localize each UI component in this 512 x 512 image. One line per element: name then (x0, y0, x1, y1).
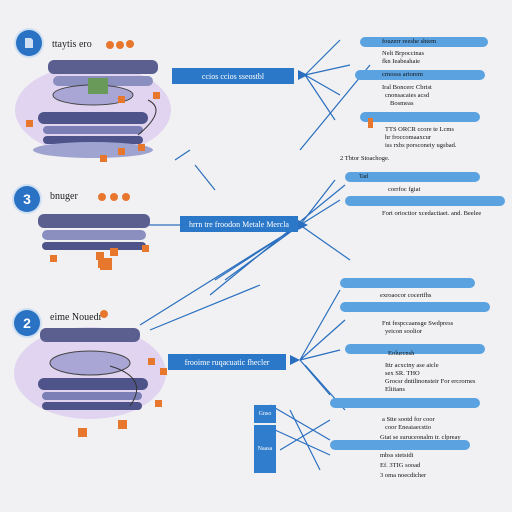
label-1-1: fouzerr reeshe shtem (382, 38, 437, 45)
orange-dot (110, 193, 118, 201)
label-1-9: hr froccomaaxcur (385, 134, 432, 141)
orange-square (78, 428, 87, 437)
pill-1-2 (355, 70, 485, 80)
label-1-8: TTS ORCR ccore te Lcms (385, 126, 454, 133)
label-3-2: Fnt fespccaansge Swdpress (382, 320, 454, 327)
orange-square (138, 144, 145, 151)
banner-3: frooime ruqacuatic fhecler (168, 354, 286, 370)
pill-2-1: Tad (345, 172, 480, 182)
label-3-3: yeicon soolior (385, 328, 423, 335)
orange-square (118, 148, 125, 155)
label-3-6: sex SR. THO (385, 370, 420, 377)
banner-2: hrrn tre froodon Metale Mercla (180, 216, 298, 232)
pill-1-3 (360, 112, 480, 122)
step-badge-1 (16, 30, 42, 56)
orange-square (100, 155, 107, 162)
orange-square (50, 255, 57, 262)
step-title-3: eime Nouedr (50, 312, 102, 323)
orange-square (118, 420, 127, 429)
label-3-8: Eliitans (385, 386, 405, 393)
orange-dot (106, 41, 114, 49)
side-box-bottom: Naasa (254, 425, 276, 473)
label-1-10: iss rxbs porsconeiy ugsbad. (385, 142, 457, 149)
document-icon (25, 38, 33, 48)
step-title-2: bnuger (50, 191, 78, 202)
orange-dot (116, 41, 124, 49)
label-3-5: Ittr acxciny ase aicle (385, 362, 439, 369)
orange-dot (98, 193, 106, 201)
pill-3-1 (340, 278, 475, 288)
orange-square (142, 245, 149, 252)
label-1-4: crnosss artorem (382, 71, 423, 78)
device-illustration-3 (14, 327, 167, 419)
step-badge-3: 2 (14, 310, 40, 336)
orange-marker (368, 118, 373, 128)
label-1-2: Nelt Brpoccinas (382, 50, 425, 57)
label-3-9: a Stte sootd for coor (382, 416, 435, 423)
label-1-5: Iral Boncerc Cbrist (382, 84, 432, 91)
label-1-7: Bosmeas (390, 100, 414, 107)
step-title-1: ttaytis ero (52, 39, 92, 50)
orange-dot (126, 40, 134, 48)
label-1-3: fkn Ieabeahaie (382, 58, 421, 65)
label-3-4: Eolurcnsh (388, 350, 415, 357)
label-2-1: corrfoc fgiat (388, 186, 421, 193)
pill-3-2 (340, 302, 490, 312)
label-3-13: Ef. 3TIG sooad (380, 462, 421, 469)
step-badge-2: 3 (14, 186, 40, 212)
orange-square (155, 400, 162, 407)
orange-square (100, 258, 112, 270)
device-illustration-1 (15, 60, 171, 158)
label-3-12: mbss stetsidi (380, 452, 414, 459)
label-2-2: Fort orioctior xcedactiaet. and. Beelee (382, 210, 482, 217)
label-3-11: Gtat se suruceonalm tr. clpreay (380, 434, 461, 441)
pill-3-4 (330, 398, 480, 408)
orange-dot (122, 193, 130, 201)
pill-1-1 (360, 37, 488, 47)
side-box-top: Gnso (254, 405, 276, 423)
label-3-14: 3 oma noecdicher (380, 472, 427, 479)
label-1-6: cnonsacaies acsd (385, 92, 430, 99)
label-3-10: coor Eneaiaecstio (385, 424, 432, 431)
pill-3-3 (345, 344, 485, 354)
pill-3-5 (330, 440, 470, 450)
banner-1: ccios ccios sseostbl (172, 68, 294, 84)
orange-dot (100, 310, 108, 318)
label-1-11: 2 Tbtor Stoachoge. (340, 155, 390, 162)
pill-2-2 (345, 196, 505, 206)
label-3-1: exroaocor cocertfhs (380, 292, 432, 299)
label-3-7: Grocsr dnttlinonsteir For ercrornes (385, 378, 476, 385)
